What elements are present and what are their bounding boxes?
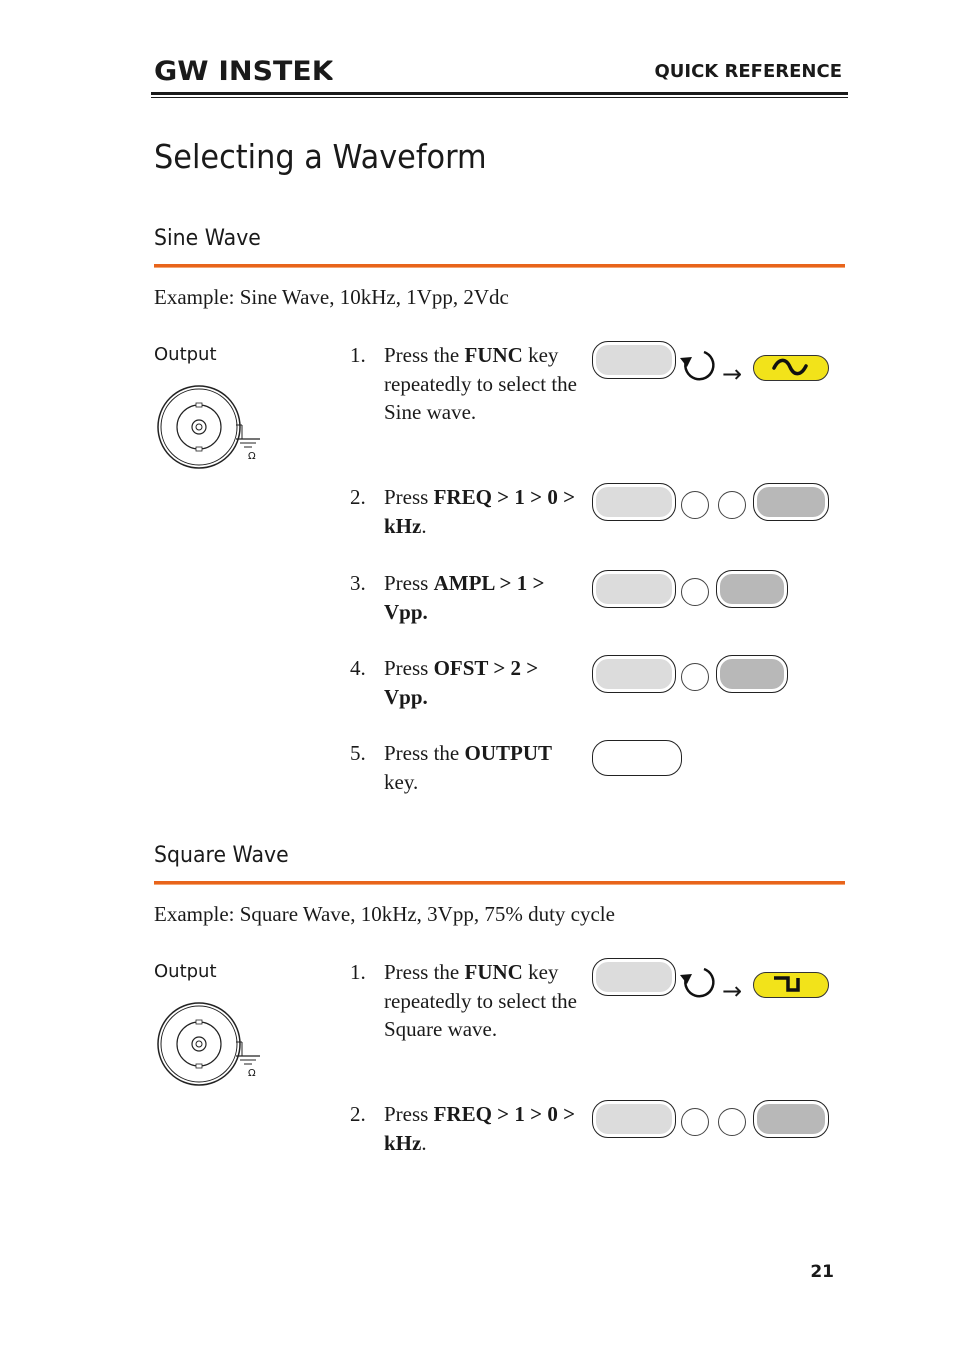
- step-2: 2. Press FREQ > 1 > 0 > kHz.: [350, 485, 576, 538]
- digit-key-1[interactable]: [681, 578, 709, 606]
- vpp-unit-key[interactable]: [716, 655, 788, 693]
- square-wave-key[interactable]: [753, 972, 829, 998]
- section-rule-thin: [154, 884, 845, 885]
- khz-unit-key[interactable]: [753, 483, 829, 521]
- gw-instek-logo-icon: GW INSTEK: [154, 55, 335, 87]
- step-3: 3. Press AMPL > 1 > Vpp.: [350, 571, 545, 624]
- header-rule-thin: [151, 97, 848, 98]
- section-rule: [154, 881, 845, 884]
- example-text: Example: Sine Wave, 10kHz, 1Vpp, 2Vdc: [154, 285, 509, 309]
- freq-key[interactable]: [592, 1100, 676, 1138]
- step-5: 5. Press the OUTPUT key.: [350, 741, 553, 794]
- step-1: 1. Press the FUNC key repeatedly to sele…: [350, 960, 577, 1041]
- arrow-icon: →: [722, 977, 743, 1005]
- ofst-key[interactable]: [592, 655, 676, 693]
- digit-key-0[interactable]: [718, 491, 746, 519]
- header-section-label: QUICK REFERENCE: [654, 61, 842, 82]
- ampl-key[interactable]: [592, 570, 676, 608]
- header-rule: [151, 92, 848, 95]
- bnc-output-connector-icon: [156, 1001, 266, 1092]
- repeat-press-icon: [678, 347, 720, 388]
- section-title-sine: Sine Wave: [154, 226, 261, 251]
- example-text: Example: Square Wave, 10kHz, 3Vpp, 75% d…: [154, 902, 615, 926]
- digit-key-1[interactable]: [681, 491, 709, 519]
- step-2: 2. Press FREQ > 1 > 0 > kHz.: [350, 1102, 576, 1155]
- func-key[interactable]: [592, 341, 676, 379]
- freq-key[interactable]: [592, 483, 676, 521]
- output-label: Output: [154, 344, 217, 365]
- page-number: 21: [810, 1262, 834, 1282]
- brand-logo: GW INSTEK: [154, 55, 335, 91]
- section-rule-thin: [154, 267, 845, 268]
- output-label: Output: [154, 961, 217, 982]
- func-key[interactable]: [592, 958, 676, 996]
- sine-wave-key[interactable]: [753, 355, 829, 381]
- repeat-press-icon: [678, 964, 720, 1005]
- digit-key-1[interactable]: [681, 1108, 709, 1136]
- vpp-unit-key[interactable]: [716, 570, 788, 608]
- section-title-square: Square Wave: [154, 843, 289, 868]
- svg-text:GW INSTEK: GW INSTEK: [154, 56, 333, 84]
- khz-unit-key[interactable]: [753, 1100, 829, 1138]
- section-rule: [154, 264, 845, 267]
- step-4: 4. Press OFST > 2 > Vpp.: [350, 656, 539, 709]
- square-wave-icon: [774, 976, 800, 992]
- sine-wave-icon: [772, 358, 808, 376]
- page-title: Selecting a Waveform: [154, 137, 487, 176]
- digit-key-2[interactable]: [681, 663, 709, 691]
- output-key[interactable]: [592, 740, 682, 776]
- bnc-output-connector-icon: [156, 384, 266, 475]
- ohm-symbol: Ω: [248, 1068, 256, 1079]
- step-1: 1. Press the FUNC key repeatedly to sele…: [350, 343, 577, 424]
- arrow-icon: →: [722, 360, 743, 388]
- ohm-symbol: Ω: [248, 451, 256, 462]
- digit-key-0[interactable]: [718, 1108, 746, 1136]
